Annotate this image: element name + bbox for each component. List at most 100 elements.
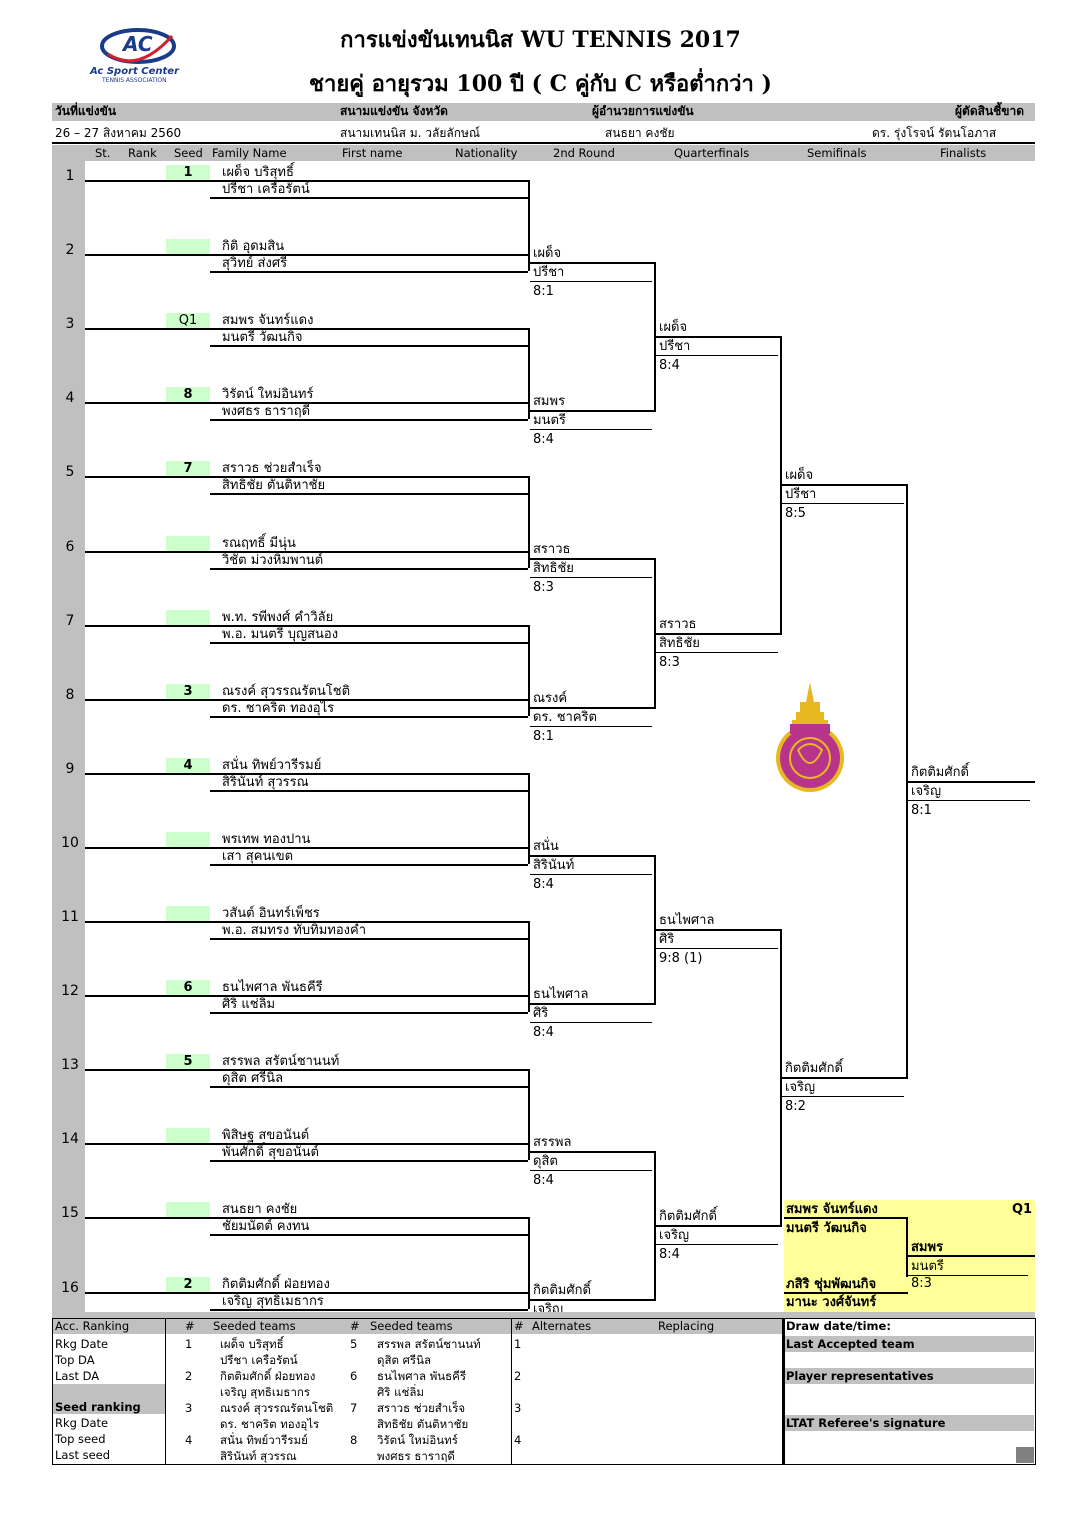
winner-name-a: กิตติมศักดิ์ <box>659 1209 717 1224</box>
score: 8:5 <box>785 506 806 521</box>
seed-team-a: สรรพล สรัตน์ชานนท์ <box>377 1337 481 1351</box>
date-value: 26 – 27 สิงหาคม 2560 <box>55 126 182 140</box>
col-2nd-round: 2nd Round <box>553 146 615 160</box>
player-1-name: ธนไพศาล พันธคีรี <box>222 980 323 995</box>
player-2-name: ปรีชา เครือรัตน์ <box>222 182 310 197</box>
draw-date: Draw date/time: <box>786 1319 891 1333</box>
venue-value: สนามเทนนิส ม. วลัยลักษณ์ <box>340 126 481 140</box>
seed-number: 3 <box>185 1401 193 1415</box>
player-reps: Player representatives <box>786 1369 934 1383</box>
winner-line <box>656 1225 782 1227</box>
draw-number: 14 <box>61 1131 79 1147</box>
player-2-name: มนตรี วัฒนกิจ <box>222 330 303 345</box>
director-value: สนธยา คงชัย <box>605 126 675 140</box>
bracket-connector <box>654 262 656 412</box>
seeded-teams-2: Seeded teams <box>370 1319 453 1333</box>
entry-line <box>85 180 210 182</box>
alternates: Alternates <box>532 1319 592 1333</box>
score: 8:1 <box>533 729 554 744</box>
seed-team-b: พงศธร ธาราฤดี <box>377 1449 455 1463</box>
bracket-connector <box>654 855 656 1005</box>
score: 8:4 <box>659 1247 680 1262</box>
seed-cell <box>166 1202 210 1218</box>
seed-cell: 1 <box>166 165 210 181</box>
player-1-line <box>210 847 528 849</box>
seed-team-a: สราวธ ช่วยสำเร็จ <box>377 1401 466 1415</box>
crest-icon <box>776 682 844 792</box>
footer-sep-2 <box>511 1318 512 1464</box>
bracket-connector <box>528 1069 530 1160</box>
score-line <box>656 1244 778 1245</box>
referee-signature: LTAT Referee's signature <box>786 1416 946 1430</box>
draw-number-column <box>52 161 85 1312</box>
player-2-name: พงศธร ธาราฤดี <box>222 404 311 419</box>
player-1-line <box>210 625 528 627</box>
score: 8:4 <box>533 1025 554 1040</box>
player-2-line <box>210 419 528 421</box>
entry-line <box>85 254 210 256</box>
winner-line <box>530 558 656 560</box>
playoff-winner-line <box>908 1255 1035 1257</box>
player-2-name: สิรินันท์ สุวรรณ <box>222 775 309 790</box>
last-accepted: Last Accepted team <box>786 1337 915 1351</box>
seed-hash-2: # <box>350 1319 360 1333</box>
player-1-name: ณรงค์ สุวรรณรัตนโชติ <box>222 684 351 699</box>
seed-team-b: เจริญ สุทธิเมธากร <box>220 1385 311 1399</box>
player-reps-bar <box>785 1368 1034 1384</box>
score-line <box>782 1096 904 1097</box>
winner-name-a: สนั่น <box>533 839 559 854</box>
player-1-line <box>210 921 528 923</box>
bracket-connector <box>528 625 530 716</box>
playoff-score-line <box>908 1275 1028 1276</box>
referee-sig-bar <box>785 1415 1034 1431</box>
score-line <box>530 726 652 727</box>
player-2-name: ศิริ แช่ลิ่ม <box>222 997 276 1012</box>
entry-line <box>85 1217 210 1219</box>
winner-name-a: เผด็จ <box>659 320 688 335</box>
final-score: 8:1 <box>911 803 932 818</box>
winner-name-a: ธนไพศาล <box>659 913 715 928</box>
winner-name-b: ดร. ชาคริต <box>533 710 597 725</box>
player-1-line <box>210 1292 528 1294</box>
winner-name-a: สมพร <box>533 394 566 409</box>
player-2-line <box>210 1234 528 1236</box>
player-2-line <box>210 790 528 792</box>
seed-team-a: วิรัตน์ ใหม่อินทร์ <box>377 1433 458 1447</box>
draw-number: 2 <box>65 242 75 258</box>
draw-number: 5 <box>65 464 75 480</box>
winner-name-a: ธนไพศาล <box>533 987 589 1002</box>
score-line <box>530 281 652 282</box>
winner-name-b: ปรีชา <box>785 487 817 502</box>
player-2-line <box>210 493 528 495</box>
player-1-name: สมพร จันทร์แดง <box>222 313 314 328</box>
draw-number: 11 <box>61 909 79 925</box>
player-2-line <box>210 271 528 273</box>
col-rank: Rank <box>128 146 157 160</box>
player-2-name: ดุสิต ศรีนิล <box>222 1071 284 1086</box>
entry-line <box>85 847 210 849</box>
winner-name-b: สิทธิชัย <box>659 636 700 651</box>
footer-top-band <box>52 1312 1035 1318</box>
ac-logo-icon <box>100 28 176 64</box>
winner-name-a: เผด็จ <box>785 468 814 483</box>
winner-line <box>530 1151 656 1153</box>
player-2-line <box>210 1309 528 1311</box>
score-line <box>530 1170 652 1171</box>
logo-line2: TENNIS ASSOCIATION <box>102 77 167 84</box>
winner-line <box>530 262 656 264</box>
rkg-date: Rkg Date <box>55 1337 109 1351</box>
player-1-line <box>210 476 528 478</box>
winner-name-a: กิตติมศักดิ์ <box>785 1061 843 1076</box>
draw-number: 10 <box>61 835 79 851</box>
draw-info-box <box>784 1318 1036 1465</box>
draw-number: 13 <box>61 1057 79 1073</box>
player-2-name: สิทธิชัย ตันติหาชัย <box>222 478 326 493</box>
seed-team-a: ณรงค์ สุวรรณรัตนโชติ <box>220 1401 334 1415</box>
col-family: Family Name <box>212 146 287 160</box>
rkg-date-2: Rkg Date <box>55 1416 109 1430</box>
player-2-line <box>210 864 528 866</box>
winner-name-b: ศิริ <box>533 1006 549 1021</box>
player-1-name: พิสิษฐ สขอนันต์ <box>222 1128 310 1143</box>
winner-name-a: สรรพล <box>533 1135 572 1150</box>
info-header-bar <box>52 103 1035 121</box>
